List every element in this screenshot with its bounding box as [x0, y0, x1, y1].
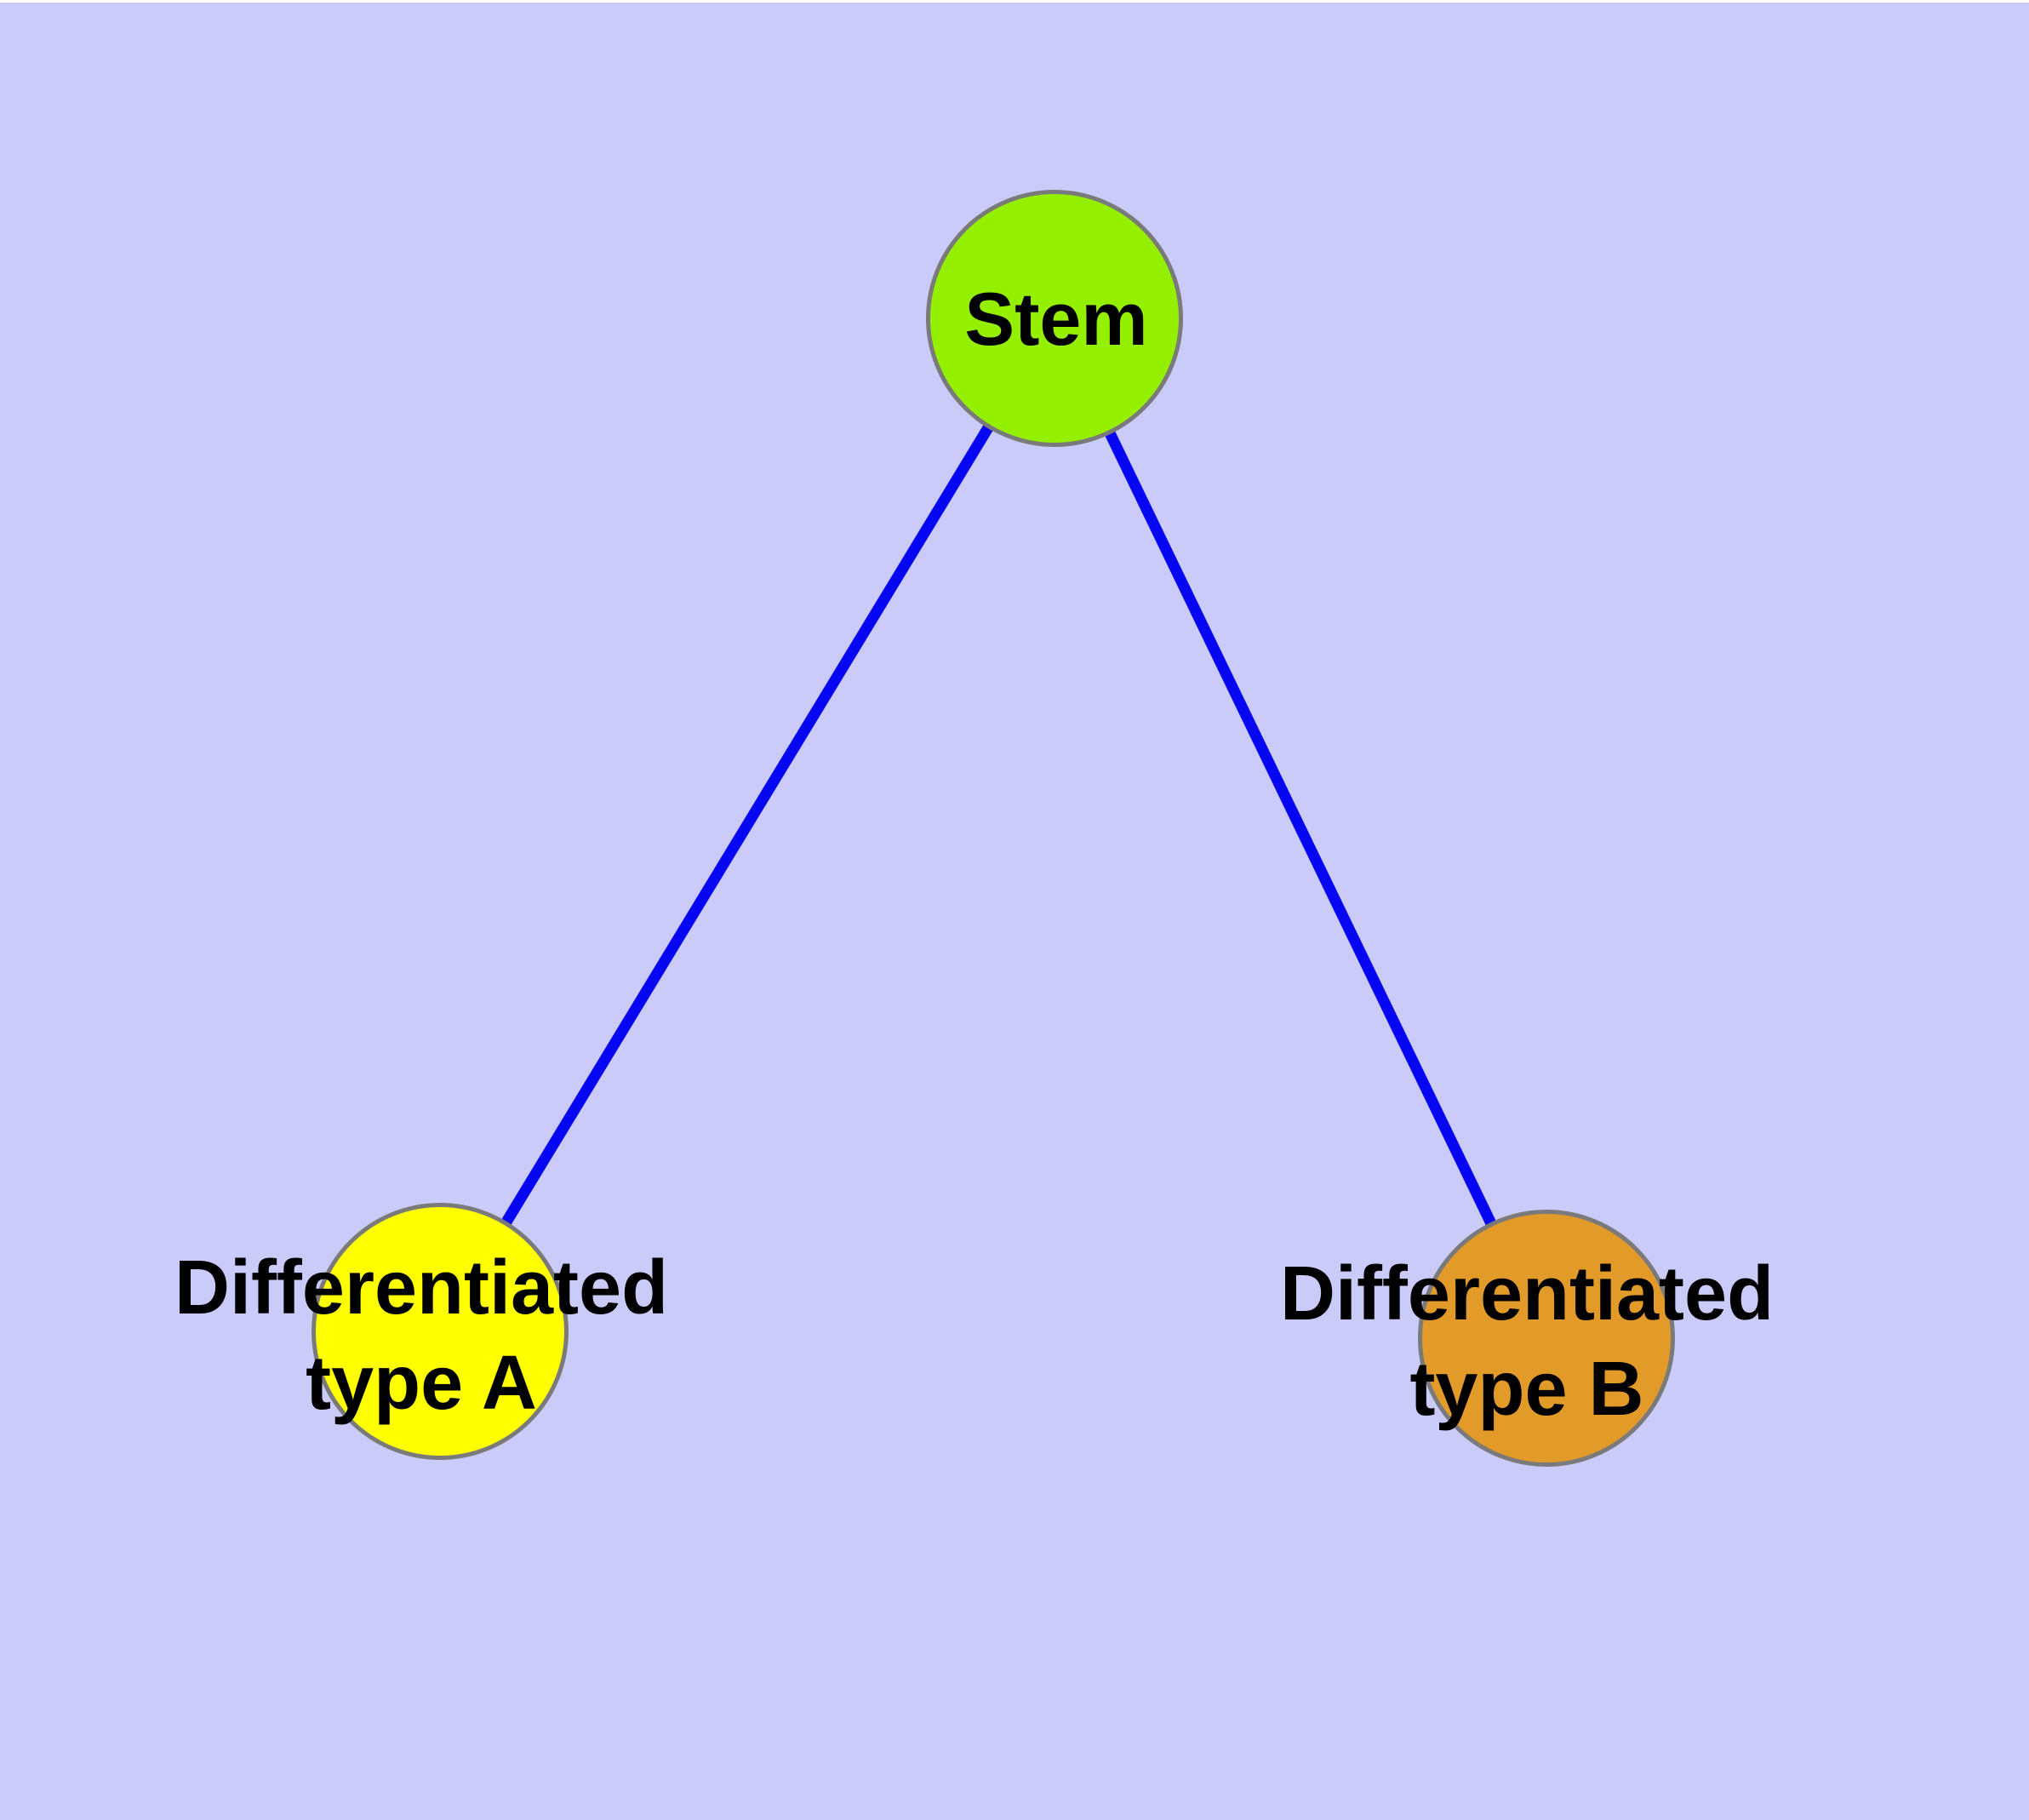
top-margin-strip [0, 0, 2029, 3]
node-type-a-label-line2: type A [306, 1341, 537, 1426]
node-type-a-label-line1: Differentiated [174, 1245, 669, 1331]
node-type-b-label-line1: Differentiated [1279, 1251, 1775, 1336]
node-stem [926, 190, 1183, 447]
edge-stem-to-type-a [435, 315, 1060, 1335]
node-stem-label: Stem [964, 277, 1148, 361]
edge-stem-to-type-b [1049, 316, 1552, 1341]
node-type-b-label-line2: type B [1409, 1347, 1644, 1432]
node-differentiated-type-b [1418, 1210, 1675, 1467]
node-type-a-label: Differentiated type A [174, 1240, 668, 1431]
node-type-b-label: Differentiated type B [1280, 1246, 1774, 1437]
node-differentiated-type-a [311, 1203, 569, 1460]
